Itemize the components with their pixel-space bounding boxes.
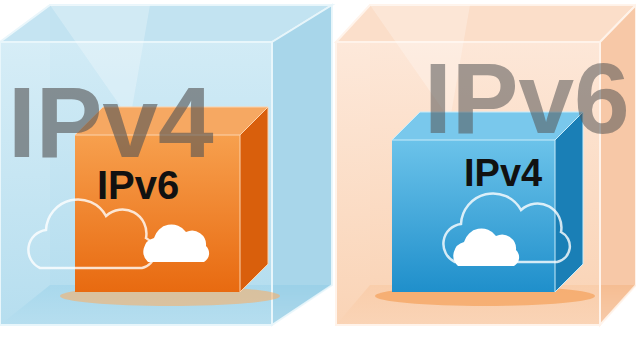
outer-glass-box: IPv4IPv6 (0, 0, 335, 330)
node-label: IPv4 (464, 154, 542, 192)
inner-box: IPv4 (392, 112, 585, 297)
cloud-outline (28, 199, 154, 268)
outer-glass-box: IPv6IPv4 (336, 0, 636, 330)
node-label: IPv6 (424, 48, 630, 148)
node-label: IPv6 (97, 165, 179, 205)
node-label: IPv4 (8, 72, 214, 172)
outer-blue-cube (0, 5, 332, 325)
inner-box: IPv6 (75, 107, 268, 292)
outer-orange-cube (336, 5, 636, 325)
cloud-outline (443, 193, 569, 262)
cloud-icon (453, 229, 519, 266)
